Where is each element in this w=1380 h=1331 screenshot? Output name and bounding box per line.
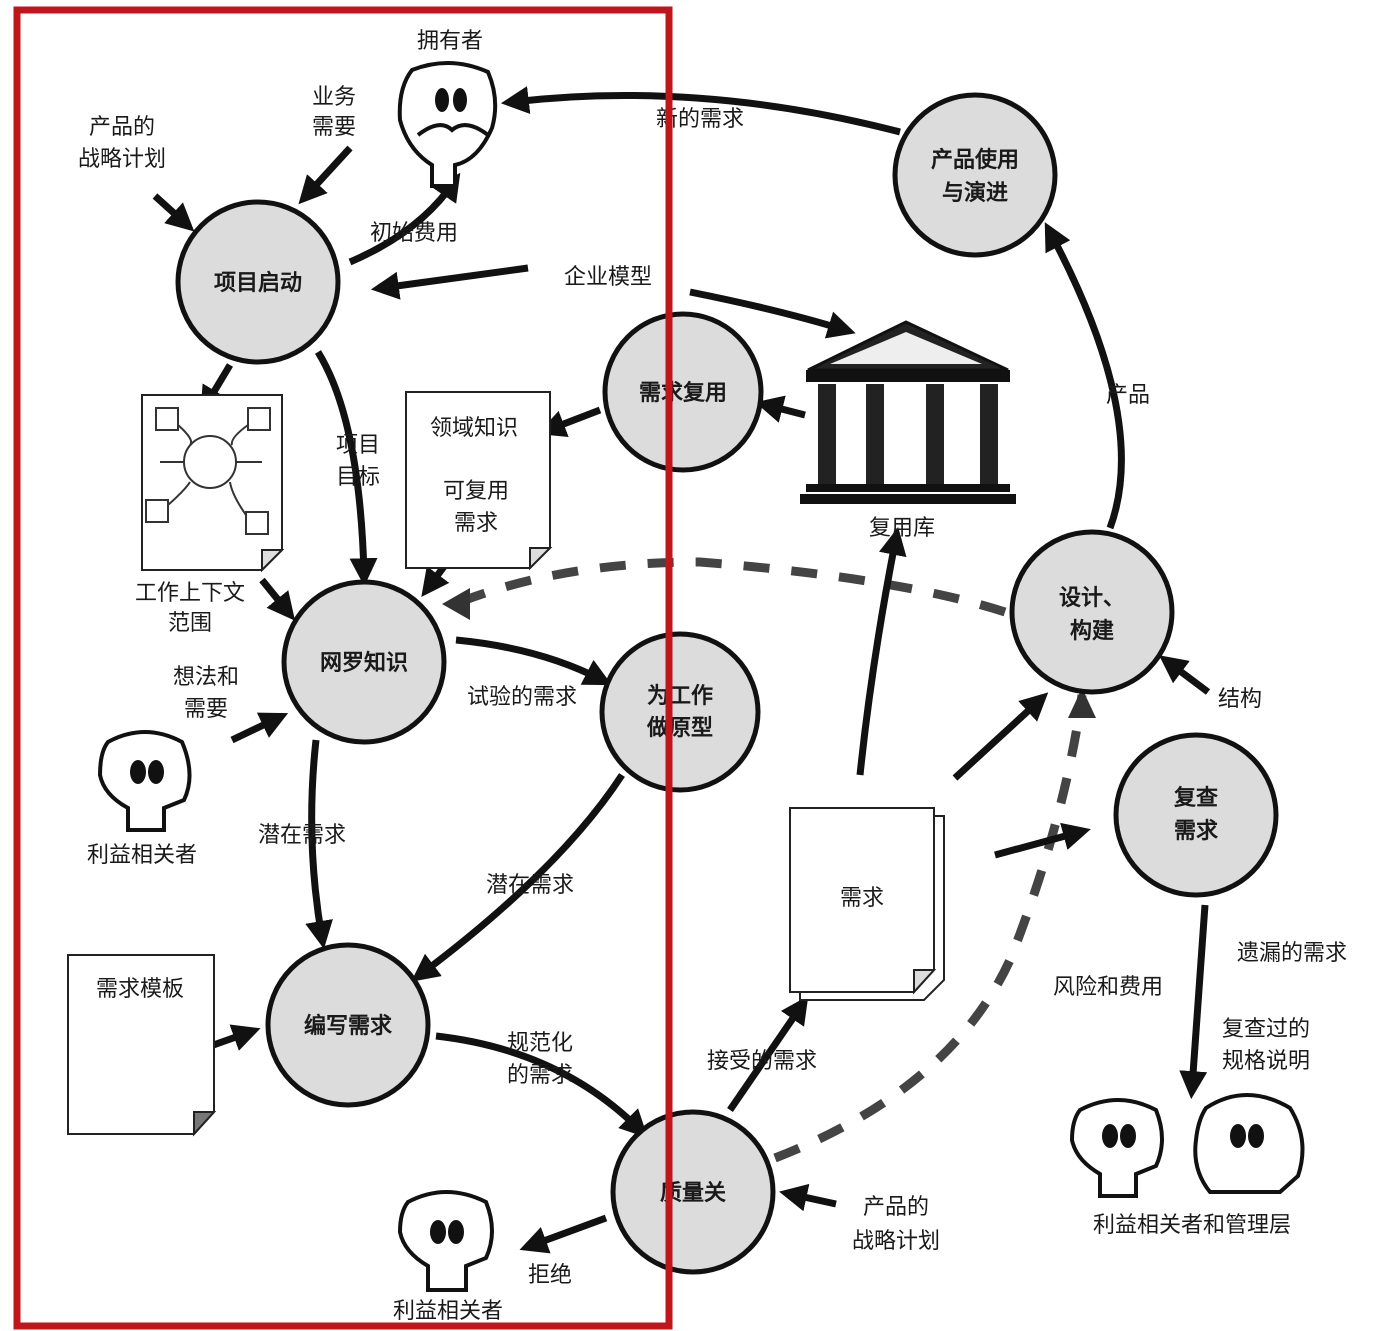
flow-architecture: 结构 bbox=[1218, 687, 1262, 712]
dashed-arrowhead-design bbox=[1068, 688, 1096, 718]
flow-potential-req-right: 潜在需求 bbox=[486, 873, 574, 898]
flow-missing-requirements: 遗漏的需求 bbox=[1237, 941, 1347, 966]
node-quality-gate: 质量关 bbox=[610, 1109, 776, 1275]
node-product-use-label-2: 与演进 bbox=[942, 180, 1008, 206]
reuse-library-icon bbox=[800, 320, 1016, 504]
dashed-path-design-to-gather bbox=[453, 557, 1007, 617]
flow-business-needs-2: 需要 bbox=[312, 115, 356, 140]
flow-labels: 产品的 战略计划 业务 需要 初始费用 新的需求 企业模型 项目 目标 工作上下… bbox=[78, 85, 1347, 1288]
doc-requirements-template-label: 需求模板 bbox=[96, 977, 184, 1002]
node-review-requirements-label-1: 复查 bbox=[1173, 785, 1218, 811]
doc-work-context bbox=[141, 394, 285, 573]
flow-formal-requirements-1: 规范化 bbox=[507, 1031, 573, 1056]
node-write-requirements-label: 编写需求 bbox=[304, 1013, 392, 1039]
doc-domain-knowledge: 领域知识 可复用 需求 bbox=[405, 391, 553, 571]
node-project-start-label: 项目启动 bbox=[214, 270, 302, 296]
node-review-requirements-label-2: 需求 bbox=[1174, 818, 1218, 844]
flow-trial-requirements: 试验的需求 bbox=[467, 685, 577, 710]
dashed-path-quality-to-design bbox=[773, 694, 1087, 1163]
stakeholder-bottom-label: 利益相关者 bbox=[393, 1299, 503, 1324]
node-project-start: 项目启动 bbox=[175, 199, 341, 365]
doc-requirements-label: 需求 bbox=[840, 886, 884, 911]
flow-rejected: 拒绝 bbox=[528, 1263, 572, 1288]
flow-product-strategy-bottom-1: 产品的 bbox=[863, 1195, 929, 1220]
node-design-build-label-1: 设计、 bbox=[1059, 585, 1125, 611]
node-gather-knowledge-label: 网罗知识 bbox=[320, 650, 408, 676]
flow-ideas-needs-2: 需要 bbox=[184, 697, 228, 722]
node-write-requirements: 编写需求 bbox=[265, 942, 431, 1108]
node-design-build: 设计、 构建 bbox=[1009, 529, 1175, 695]
flow-product-strategy-bottom-2: 战略计划 bbox=[852, 1229, 940, 1254]
node-prototype: 为工作 做原型 bbox=[599, 631, 761, 793]
flow-product-strategy-top-2: 战略计划 bbox=[78, 147, 166, 172]
node-prototype-label-1: 为工作 bbox=[647, 683, 713, 709]
flow-product-strategy-top-1: 产品的 bbox=[89, 115, 155, 140]
flow-work-context-2: 范围 bbox=[168, 611, 212, 636]
owner-label: 拥有者 bbox=[417, 29, 483, 54]
stakeholder-bottom-icon bbox=[397, 1190, 494, 1292]
stakeholder-left-label: 利益相关者 bbox=[87, 843, 197, 868]
highlight-frame bbox=[13, 6, 673, 1330]
flow-product: 产品 bbox=[1106, 383, 1150, 408]
node-requirements-reuse: 需求复用 bbox=[602, 311, 764, 473]
stakeholders-mgmt-label: 利益相关者和管理层 bbox=[1093, 1213, 1291, 1238]
flow-formal-requirements-2: 的需求 bbox=[507, 1063, 573, 1088]
doc-requirements: 需求 bbox=[789, 807, 945, 1001]
flow-accepted-requirements: 接受的需求 bbox=[707, 1049, 817, 1074]
node-product-use: 产品使用 与演进 bbox=[892, 92, 1058, 258]
node-product-use-label-1: 产品使用 bbox=[931, 147, 1019, 173]
node-review-requirements: 复查 需求 bbox=[1113, 732, 1279, 898]
doc-domain-knowledge-label: 领域知识 bbox=[430, 416, 518, 441]
flow-work-context-1: 工作上下文 bbox=[135, 581, 245, 606]
node-prototype-label-2: 做原型 bbox=[646, 715, 713, 741]
flow-reviewed-spec-2: 规格说明 bbox=[1222, 1049, 1310, 1074]
dashed-arrowhead-gather bbox=[442, 588, 470, 620]
flow-reviewed-spec-1: 复查过的 bbox=[1222, 1017, 1310, 1042]
doc-requirements-template: 需求模板 bbox=[67, 954, 217, 1137]
node-gather-knowledge: 网罗知识 bbox=[281, 579, 447, 745]
flow-project-goals-2: 目标 bbox=[336, 465, 380, 490]
flow-risk-cost: 风险和费用 bbox=[1053, 975, 1163, 1000]
flow-project-goals-1: 项目 bbox=[336, 433, 380, 458]
arrows bbox=[152, 86, 1211, 1254]
node-requirements-reuse-label: 需求复用 bbox=[639, 380, 727, 406]
flow-enterprise-model: 企业模型 bbox=[564, 265, 652, 290]
flow-initial-cost: 初始费用 bbox=[370, 221, 458, 246]
flow-potential-req-left: 潜在需求 bbox=[258, 823, 346, 848]
node-design-build-label-2: 构建 bbox=[1070, 618, 1114, 644]
doc-reusable-req-label-1: 可复用 bbox=[443, 479, 509, 504]
owner-icon bbox=[397, 60, 498, 188]
stakeholders-mgmt-icon bbox=[1069, 1093, 1305, 1198]
flow-business-needs-1: 业务 bbox=[312, 85, 356, 110]
doc-reusable-req-label-2: 需求 bbox=[454, 511, 498, 536]
stakeholder-left-icon bbox=[97, 730, 192, 832]
reuse-library-label: 复用库 bbox=[869, 516, 935, 541]
flow-ideas-needs-1: 想法和 bbox=[173, 665, 239, 690]
